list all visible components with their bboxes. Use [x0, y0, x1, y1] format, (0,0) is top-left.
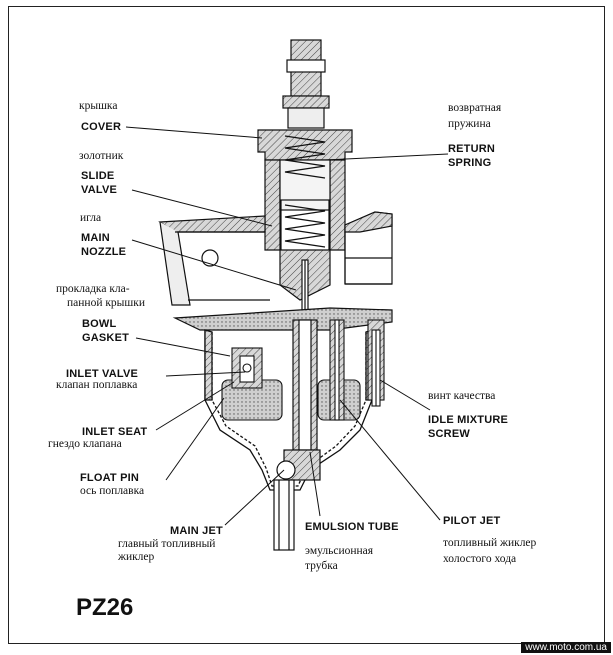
main-jet-label-ru-2: жиклер	[118, 551, 155, 563]
idle-screw-label-ru: винт качества	[428, 390, 496, 402]
slide-label-en-1: SLIDE	[81, 170, 115, 182]
inlet-valve-assembly	[231, 347, 263, 389]
spring-label-en-2: SPRING	[448, 157, 492, 169]
main-jet-label-ru-1: главный топливный	[118, 538, 216, 550]
needle-label-ru: игла	[80, 212, 102, 224]
float-pin-label-en: FLOAT PIN	[80, 472, 140, 484]
idle-screw-label-en-1: IDLE MIXTURE	[428, 414, 509, 426]
spring-label-ru-2: пружина	[448, 118, 491, 130]
emulsion-label-ru-1: эмульсионная	[305, 545, 374, 557]
spring-label-en-1: RETURN	[448, 143, 496, 155]
cable-adjuster	[282, 39, 330, 129]
slide-chamber	[264, 159, 346, 251]
gasket-label-ru-2: панной крышки	[67, 297, 146, 309]
nozzle-label-en-2: NOZZLE	[81, 246, 127, 258]
gasket-label-ru-1: прокладка кла-	[56, 283, 130, 295]
idle-mixture-screw	[367, 319, 385, 407]
float-pin-label-ru: ось поплавка	[80, 485, 145, 497]
cover-label-en: COVER	[81, 121, 122, 133]
main-jet-housing	[273, 319, 321, 551]
spring-label-ru-1: возвратная	[448, 102, 502, 114]
leader-lines	[125, 126, 449, 526]
inlet-valve-label-en: INLET VALVE	[66, 368, 139, 380]
pilot-jet-label-ru-2: холостого хода	[443, 553, 517, 565]
inlet-seat-label-ru: гнездо клапана	[48, 438, 122, 450]
intake-bore	[158, 211, 393, 306]
pilot-jet	[329, 319, 345, 421]
diagram-frame	[8, 6, 605, 644]
inlet-seat-label-en: INLET SEAT	[82, 426, 148, 438]
pilot-jet-label-ru-1: топливный жиклер	[443, 537, 537, 549]
slide-label-en-2: VALVE	[81, 184, 118, 196]
gasket-label-en-2: GASKET	[82, 332, 130, 344]
emulsion-label-ru-2: трубка	[305, 560, 338, 572]
watermark-url: www.moto.com.ua	[521, 642, 611, 653]
model-title: PZ26	[76, 594, 134, 621]
bowl-gasket	[172, 307, 393, 331]
emulsion-label-en: EMULSION TUBE	[305, 521, 399, 533]
main-jet-label-en: MAIN JET	[170, 525, 223, 537]
cover-label-ru: крышка	[79, 100, 118, 112]
slide-label-ru: золотник	[79, 150, 124, 162]
gasket-label-en-1: BOWL	[82, 318, 117, 330]
idle-screw-label-en-2: SCREW	[428, 428, 470, 440]
pilot-jet-label-en: PILOT JET	[443, 515, 501, 527]
return-spring	[284, 135, 326, 248]
nozzle-label-en-1: MAIN	[81, 232, 110, 244]
inlet-valve-label-ru: клапан поплавка	[56, 379, 138, 391]
